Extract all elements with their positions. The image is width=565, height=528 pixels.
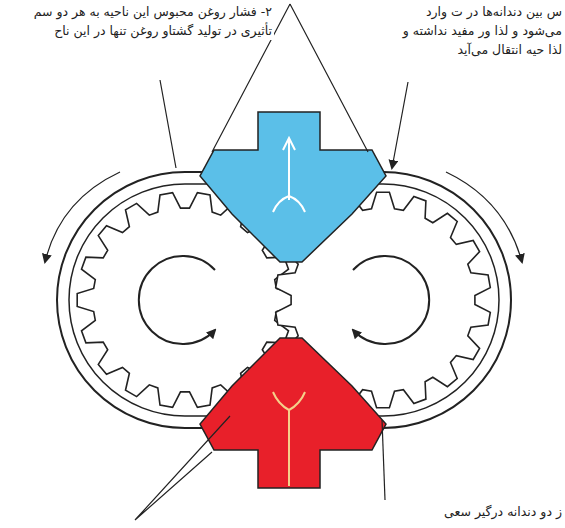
outlet-flow — [273, 138, 305, 212]
flow-arc — [446, 172, 522, 262]
inlet-flow — [273, 392, 305, 486]
leader-line — [382, 420, 385, 500]
inlet-region — [200, 338, 386, 488]
rotation-arrow — [353, 256, 429, 344]
callout-note: ز دو دندانه درگیر سعی — [392, 502, 564, 521]
callout-note: س بین دندانه‌ها در ت وارد می‌شود و لذا و… — [392, 2, 564, 59]
callout-note: ۲- فشار روغن محبوس این ناحیه به هر دو سم… — [4, 2, 274, 40]
flow-arc — [45, 172, 120, 262]
leader-line — [160, 80, 408, 168]
leader-line — [135, 416, 230, 520]
rotation-arrow — [139, 256, 215, 344]
